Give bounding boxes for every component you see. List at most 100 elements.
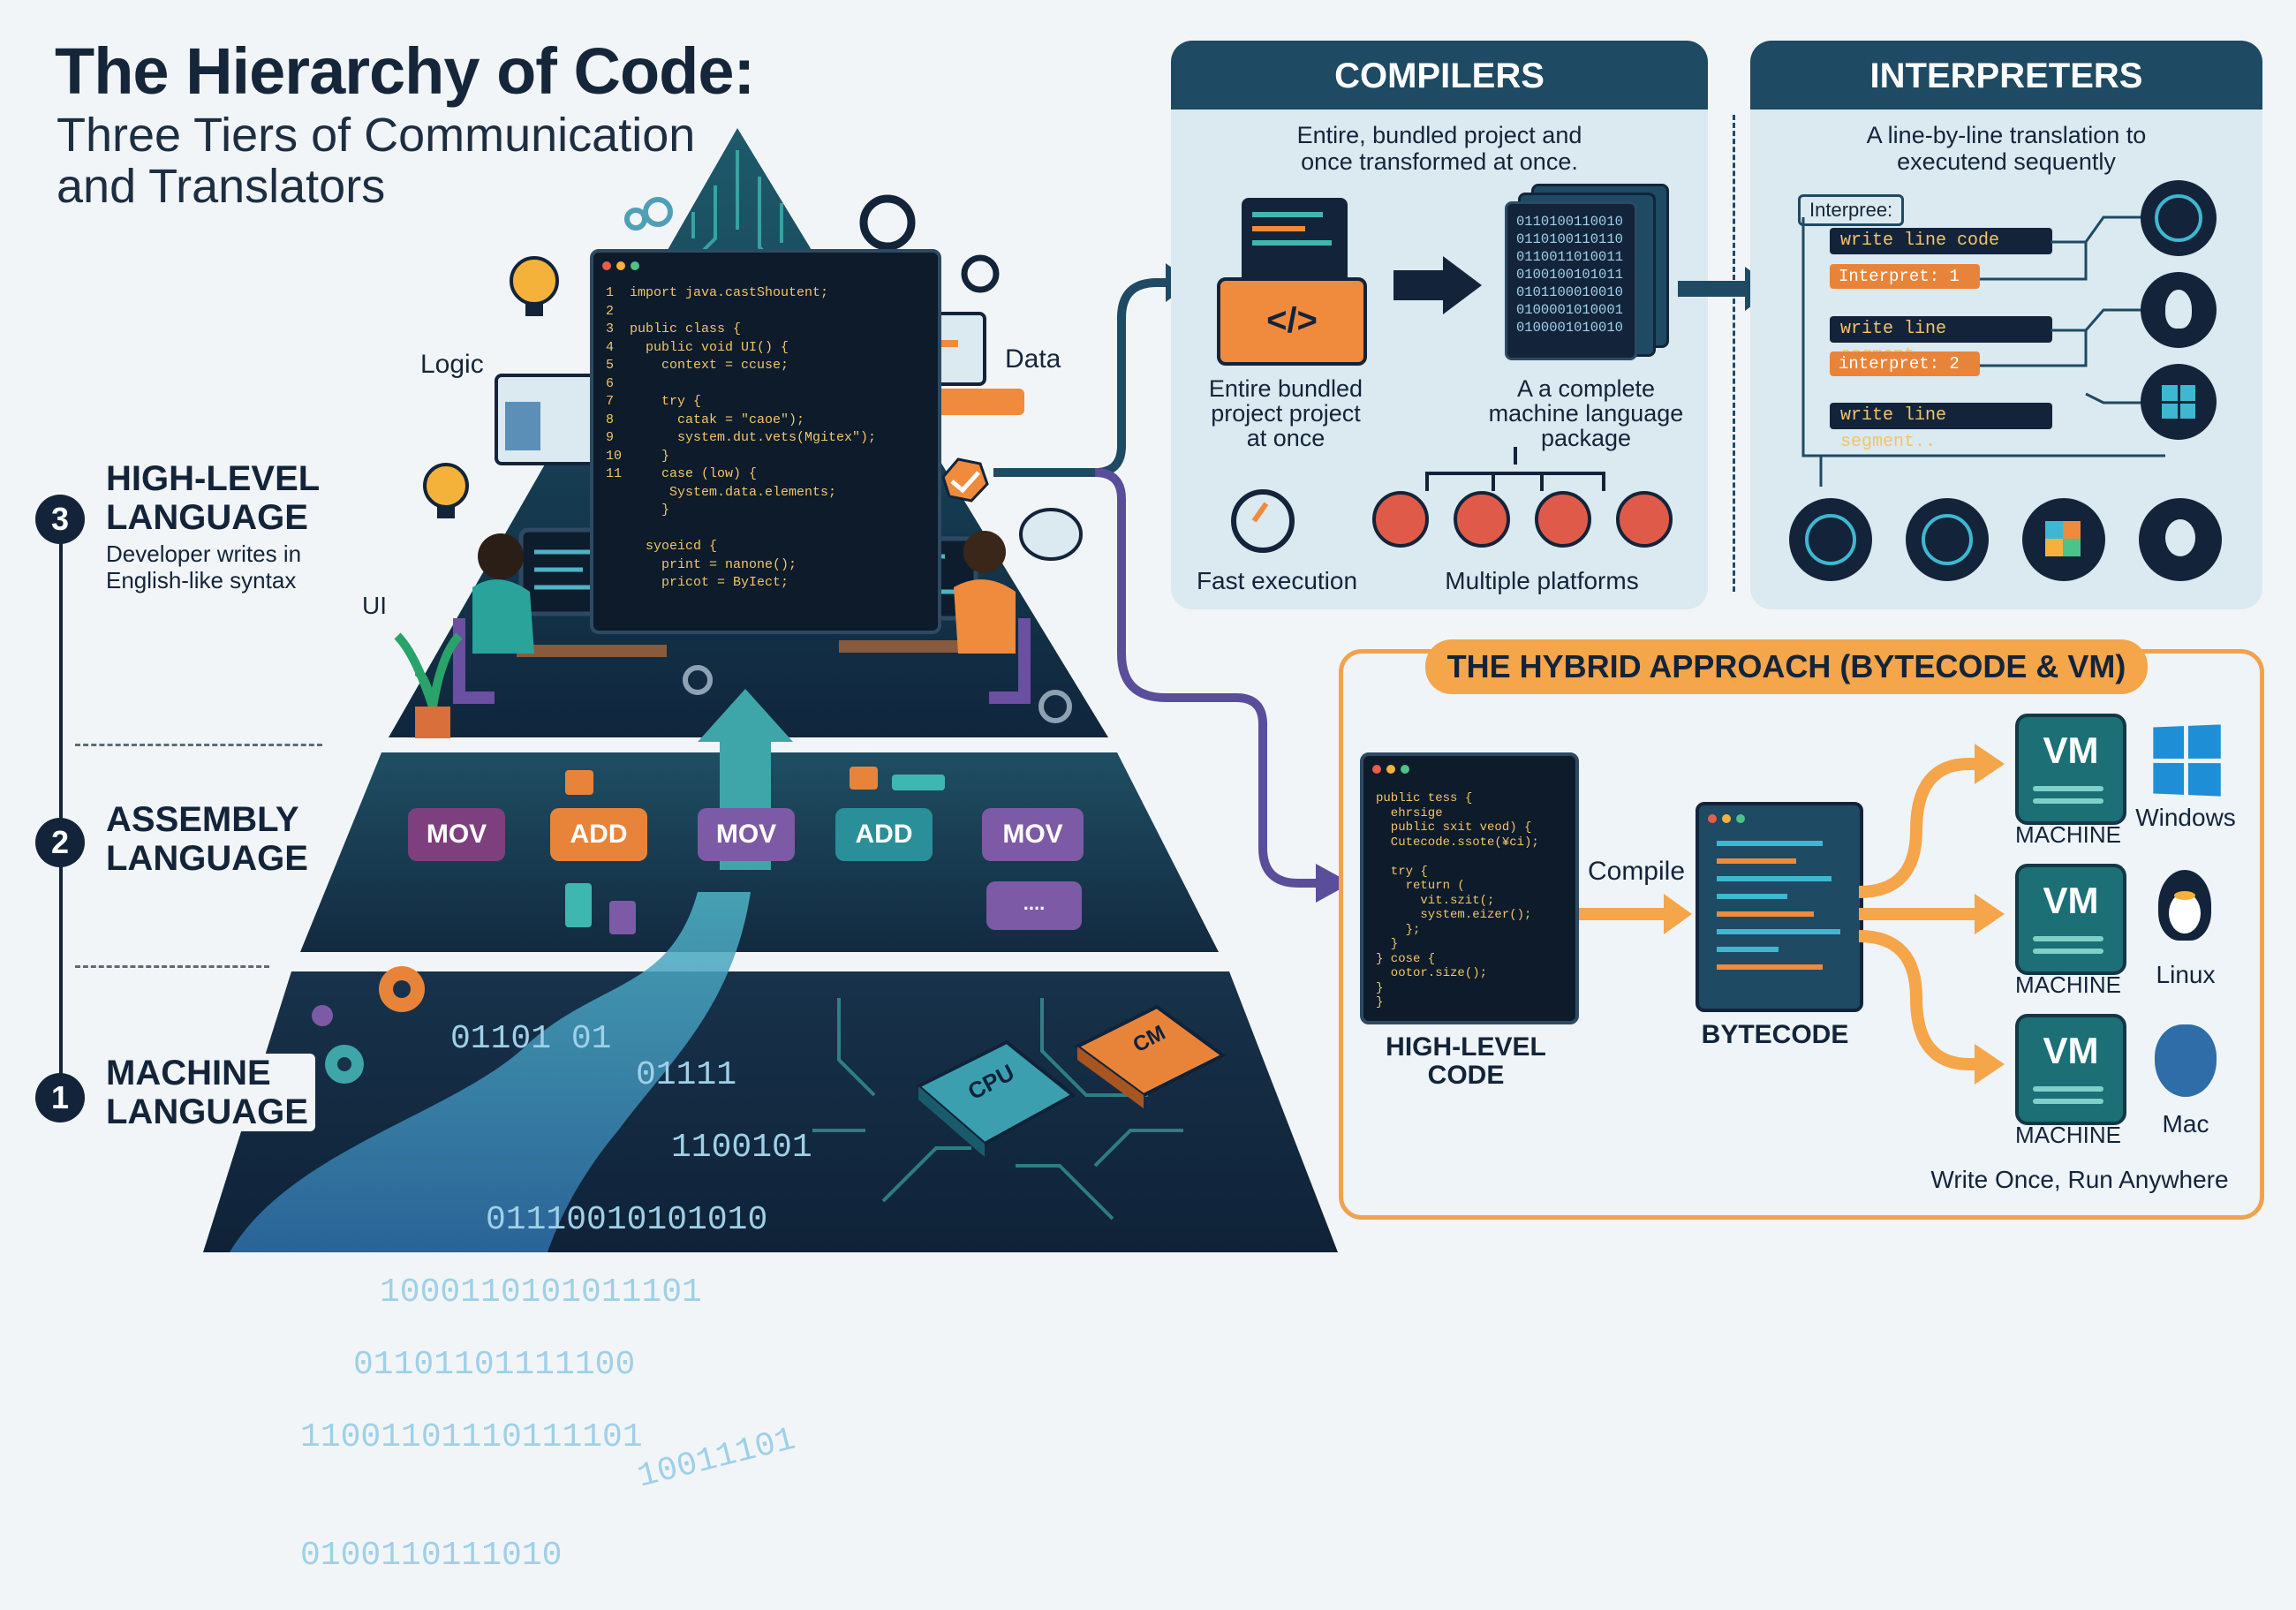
multiple-platforms-label: Multiple platforms (1445, 567, 1639, 594)
assembly-small-teal (565, 883, 592, 927)
assembly-small-orange (565, 770, 593, 795)
globe-icon (2141, 180, 2217, 256)
assembly-small-teal-2 (892, 775, 945, 790)
interpreters-title: INTERPRETERS (1750, 41, 2262, 110)
code-line: 8 catak = "caoe"); (606, 412, 805, 427)
label-ui: UI (362, 592, 387, 619)
globe-icon-bottom (1789, 498, 1872, 581)
linux-icon (2141, 272, 2217, 348)
tier-number: 3 (35, 495, 85, 544)
cm-chip (1074, 1004, 1227, 1108)
binary-line: 0100100101011 (1516, 267, 1623, 283)
compile-arrow-head-icon (1664, 894, 1692, 934)
code-line: print = nanone(); (606, 556, 797, 572)
label-data: Data (1005, 344, 1061, 374)
panel-arrow-icon (1678, 281, 1748, 297)
compilers-title: COMPILERS (1171, 41, 1708, 110)
code-line: Cutecode.ssote(¥ci); (1376, 835, 1539, 850)
code-line: pricot = ByIect; (606, 575, 789, 590)
code-line: 9 system.dut.vets(Mgitex"); (606, 430, 877, 445)
tier-timeline-line (59, 503, 63, 1086)
apple-logo-icon (2155, 1024, 2217, 1097)
platform-blocked-icon-1 (1372, 491, 1429, 548)
code-line: 10 } (606, 448, 670, 464)
platform-blocked-icon-2 (1454, 491, 1510, 548)
hybrid-title: THE HYBRID APPROACH (BYTECODE & VM) (1425, 639, 2148, 694)
code-line: 6 (606, 375, 615, 391)
code-line: system.eizer(); (1376, 908, 1532, 922)
machine-label-3: MACHINE (2015, 1122, 2121, 1148)
label-logic: Logic (420, 350, 484, 379)
interpreter-tag: Interpree: (1798, 194, 1905, 226)
interpreters-panel: INTERPRETERS A line-by-line translation … (1750, 41, 2262, 609)
code-line: try { (1376, 864, 1428, 879)
panel-separator (1733, 115, 1735, 592)
code-line: return ( (1376, 879, 1465, 893)
vm-arrows (1858, 744, 2005, 1085)
folder-code-icon: </> (1217, 198, 1367, 366)
machine-label-2: MACHINE (2015, 971, 2121, 998)
assembly-add-1: ADD (550, 808, 647, 861)
binary-line: 0100001010001 (1516, 302, 1623, 318)
code-line: } (1376, 995, 1384, 1009)
code-line: 11 case (low) { (606, 466, 758, 481)
compile-label: Compile (1587, 857, 1686, 886)
bytecode-label: BYTECODE (1701, 1020, 1849, 1049)
globe-check-icon (1906, 498, 1989, 581)
page-title: The Hierarchy of Code: (55, 34, 755, 108)
code-line: 4 public void UI() { (606, 339, 789, 355)
platform-blocked-icon-3 (1535, 491, 1591, 548)
tier-divider-2 (75, 965, 269, 968)
hybrid-source-window: public tess { ehrsige public sxit veod) … (1360, 752, 1579, 1024)
os-label-linux: Linux (2156, 961, 2216, 988)
compile-arrow-icon (1393, 270, 1446, 300)
vm-machine-1: VM (2015, 714, 2126, 825)
code-line: } (606, 503, 670, 518)
platform-tree-lines (1425, 447, 1605, 491)
fast-execution-label: Fast execution (1196, 567, 1358, 594)
code-line: syoeicd { (606, 539, 718, 554)
assembly-small-orange-2 (850, 767, 878, 790)
assembly-mov-2: MOV (698, 808, 795, 861)
binary-line: 0100001010010 (1516, 320, 1623, 336)
machine-label-1: MACHINE (2015, 821, 2121, 848)
interpreter-line-1: write line code (1830, 228, 2052, 254)
code-line: 3 public class { (606, 321, 742, 336)
windows-logo-icon (2153, 724, 2221, 797)
binary-line: 0101100010010 (1516, 284, 1623, 300)
os-label-mac: Mac (2162, 1110, 2209, 1138)
compile-arrow-icon (1579, 908, 1667, 920)
stopwatch-icon (1231, 489, 1295, 553)
hybrid-code-lines: public tess { ehrsige public sxit veod) … (1376, 791, 1539, 1010)
cpu-chip (915, 1039, 1076, 1157)
code-line: 5 context = ccuse; (606, 358, 789, 373)
interpreter-step-1: Interpret: 1 (1830, 264, 1980, 289)
assembly-mov-1: MOV (408, 808, 505, 861)
page-subtitle: Three Tiers of Communication and Transla… (57, 109, 696, 213)
vm-machine-2: VM (2015, 864, 2126, 975)
code-line: ootor.size(); (1376, 966, 1488, 980)
code-line: ehrsige (1376, 805, 1443, 820)
interpreter-line-2: write line segment.. (1830, 316, 2052, 366)
interpreter-line-3: write line segment.. (1830, 403, 2052, 452)
code-line: System.data.elements; (606, 484, 837, 500)
code-line: public tess { (1376, 791, 1473, 805)
binary-line: 0110011010011 (1516, 249, 1623, 265)
assembly-small-purple (609, 901, 636, 934)
bytecode-window (1696, 802, 1863, 1012)
code-line: } (1376, 980, 1384, 995)
assembly-add-2: ADD (835, 808, 933, 861)
code-line: 1 import java.castShoutent; (606, 285, 829, 300)
assembly-mov-3: MOV (982, 808, 1084, 861)
compile-arrow-head-icon (1443, 256, 1482, 314)
